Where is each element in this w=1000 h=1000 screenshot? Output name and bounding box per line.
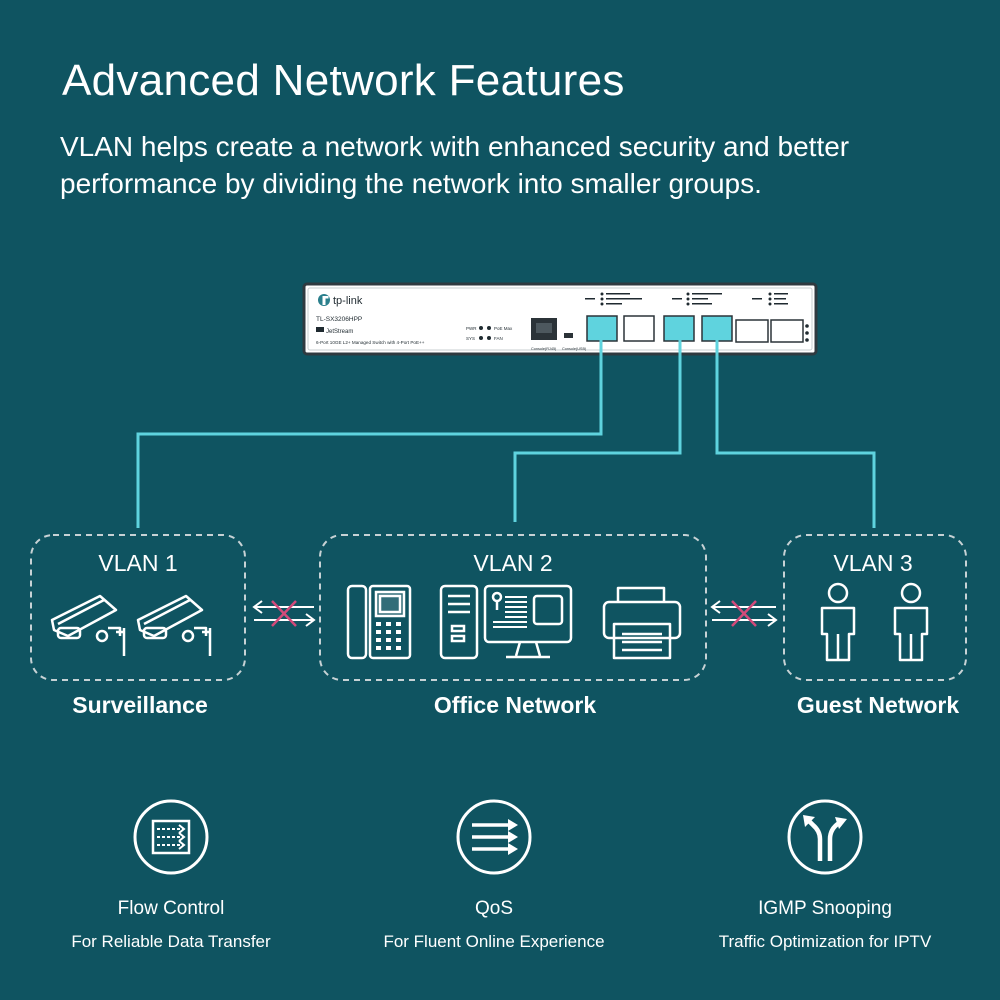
guest-network-label: Guest Network xyxy=(796,692,960,718)
device-model: TL-SX3206HPP xyxy=(316,316,362,323)
vlan-links xyxy=(136,330,876,528)
console-rj45-label: Console(RJ45) xyxy=(531,347,557,351)
feature-qos: QoS For Fluent Online Experience xyxy=(344,799,644,952)
feature-flow-control: Flow Control For Reliable Data Transfer xyxy=(21,799,321,952)
device-series: JetStream xyxy=(326,329,353,335)
feature-description: For Reliable Data Transfer xyxy=(71,932,271,951)
blocked-link-1-2 xyxy=(252,600,316,627)
blocked-link-2-3 xyxy=(710,600,778,627)
link-vlan-2 xyxy=(513,330,682,522)
link-vlan-1 xyxy=(136,330,603,528)
console-usb-label: Console(USB) xyxy=(562,347,587,351)
guest-person-icon xyxy=(893,582,929,662)
desktop-tower-icon xyxy=(439,584,479,660)
feature-name: QoS xyxy=(474,898,514,919)
feature-description: For Fluent Online Experience xyxy=(383,932,605,951)
feature-name: IGMP Snooping xyxy=(758,898,892,919)
led-pwr-label: PWR xyxy=(466,326,477,331)
flow-control-icon xyxy=(133,799,209,875)
vlan-3-label: VLAN 3 xyxy=(833,550,913,576)
igmp-snooping-icon xyxy=(787,799,863,875)
sfp-port-6 xyxy=(770,319,804,343)
feature-description: Traffic Optimization for IPTV xyxy=(718,932,932,951)
feature-igmp-snooping: IGMP Snooping Traffic Optimization for I… xyxy=(675,799,975,952)
status-leds: PWR PoE Max SYS FAN xyxy=(466,326,513,341)
led-fan-label: FAN xyxy=(494,336,503,341)
vlan-1-label: VLAN 1 xyxy=(98,550,178,576)
page-subtitle: VLAN helps create a network with enhance… xyxy=(60,131,850,199)
qos-icon xyxy=(456,799,532,875)
led-poe-max-label: PoE Max xyxy=(494,326,513,331)
ip-phone-icon xyxy=(346,584,412,660)
surveillance-label: Surveillance xyxy=(72,692,208,718)
vlan-3-box xyxy=(783,534,967,681)
device-description: 6-Port 10GE L2+ Managed Switch with 4-Po… xyxy=(316,340,425,345)
port-2 xyxy=(623,315,655,342)
printer-icon xyxy=(602,586,682,660)
sfp-port-5 xyxy=(735,319,769,343)
switch-device: tp-link TL-SX3206HPP JetStream 6-Port 10… xyxy=(302,282,818,356)
office-network-label: Office Network xyxy=(433,692,597,718)
device-brand: tp-link xyxy=(333,295,363,307)
led-sys-label: SYS xyxy=(466,336,475,341)
monitor-icon xyxy=(483,584,573,659)
security-camera-icon xyxy=(136,594,212,656)
tp-link-logo-icon xyxy=(318,294,330,306)
security-camera-icon xyxy=(50,594,126,656)
console-usb-port xyxy=(564,333,573,338)
vlan-2-box xyxy=(319,534,707,681)
vlan-2-label: VLAN 2 xyxy=(473,550,553,576)
feature-name: Flow Control xyxy=(117,898,225,919)
guest-person-icon xyxy=(820,582,856,662)
link-vlan-3 xyxy=(715,330,876,528)
page-title: Advanced Network Features xyxy=(62,56,625,105)
vlan-1-box xyxy=(30,534,246,681)
